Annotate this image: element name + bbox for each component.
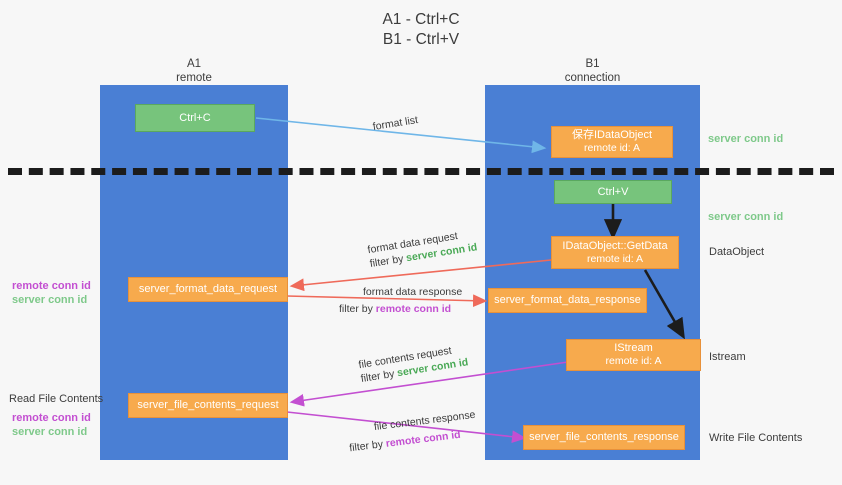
arrow-label-file-contents-response: file contents response filter by remote …: [349, 408, 478, 455]
right-label-dataobject-text: DataObject: [709, 246, 765, 258]
box-save-idataobject-line2: remote id: A: [583, 142, 641, 154]
box-server-file-contents-response[interactable]: server_file_contents_response: [523, 425, 685, 450]
lane-a1-sub: remote: [176, 72, 212, 84]
box-getdata-line1: IDataObject::GetData: [562, 239, 668, 252]
lane-a1-name: A1: [186, 58, 202, 70]
left-label-read-file-contents-text: Read File Contents: [9, 393, 104, 405]
box-ctrl-c-label: Ctrl+C: [179, 111, 211, 124]
lane-header-b1: B1 connection: [485, 57, 700, 85]
arrow-label-format-data-request: format data request filter by server con…: [367, 226, 479, 271]
arrow-label-file-contents-request: file contents request filter by server c…: [358, 341, 470, 386]
left-legend-server-conn-id-2: server conn id: [12, 426, 88, 438]
box-ctrl-v-label: Ctrl+V: [597, 185, 629, 198]
box-save-idataobject-line1: 保存IDataObject: [571, 129, 653, 141]
box-server-file-contents-response-label: server_file_contents_response: [529, 431, 679, 443]
left-legend-conn-ids-1: remote conn id server conn id: [12, 279, 91, 307]
box-server-file-contents-request[interactable]: server_file_contents_request: [128, 393, 288, 418]
file-contents-response-filter-prefix: filter by: [348, 437, 387, 455]
format-data-response-filter: filter by remote conn id: [339, 302, 462, 316]
arrow-label-format-data-response: format data response filter by remote co…: [339, 285, 463, 316]
format-data-response-filter-key: remote conn id: [375, 303, 452, 315]
box-idataobject-getdata[interactable]: IDataObject::GetData remote id: A: [551, 236, 679, 269]
left-legend-remote-conn-id-1: remote conn id: [12, 280, 91, 292]
right-label-istream-text: Istream: [709, 351, 746, 363]
format-data-response-filter-prefix: filter by: [339, 303, 376, 315]
lane-b1-name: B1: [585, 58, 600, 70]
box-istream-line1: IStream: [614, 342, 653, 354]
arrow-label-format-list: format list: [372, 113, 419, 134]
lane-b1-sub: connection: [564, 72, 621, 84]
box-server-file-contents-request-label: server_file_contents_request: [137, 399, 279, 411]
format-data-response-text: format data response: [363, 286, 463, 298]
right-label-server-conn-id-mid-text: server conn id: [708, 211, 784, 223]
right-label-server-conn-id-mid: server conn id: [708, 210, 783, 224]
box-ctrl-v[interactable]: Ctrl+V: [554, 180, 672, 204]
box-ctrl-c[interactable]: Ctrl+C: [135, 104, 255, 132]
diagram-title: A1 - Ctrl+C B1 - Ctrl+V: [0, 10, 842, 50]
title-line-1: A1 - Ctrl+C: [382, 11, 460, 28]
title-line-2: B1 - Ctrl+V: [382, 31, 460, 48]
right-label-server-conn-id-top: server conn id: [708, 132, 783, 146]
left-legend-server-conn-id-1: server conn id: [12, 294, 88, 306]
right-label-write-file-contents: Write File Contents: [709, 431, 802, 445]
box-server-format-data-response-label: server_format_data_response: [494, 294, 641, 306]
file-contents-response-filter: filter by remote conn id: [348, 426, 478, 456]
box-getdata-line2: remote id: A: [586, 252, 644, 265]
lane-header-a1: A1 remote: [100, 57, 288, 85]
arrow-label-format-list-text: format list: [371, 114, 419, 134]
box-istream[interactable]: IStream remote id: A: [566, 339, 701, 371]
right-label-istream: Istream: [709, 350, 746, 364]
left-legend-remote-conn-id-2: remote conn id: [12, 412, 91, 424]
right-label-write-file-contents-text: Write File Contents: [709, 432, 803, 444]
right-label-server-conn-id-top-text: server conn id: [708, 133, 784, 145]
box-server-format-data-request-label: server_format_data_request: [138, 283, 278, 295]
box-istream-line2: remote id: A: [605, 355, 662, 367]
left-legend-conn-ids-2: remote conn id server conn id: [12, 411, 91, 439]
divider-dashed-line: [8, 168, 834, 175]
left-label-read-file-contents: Read File Contents: [9, 392, 103, 406]
file-contents-response-filter-key: remote conn id: [385, 428, 462, 450]
box-server-format-data-response[interactable]: server_format_data_response: [488, 288, 647, 313]
box-save-idataobject[interactable]: 保存IDataObject remote id: A: [551, 126, 673, 158]
right-label-dataobject: DataObject: [709, 245, 764, 259]
box-server-format-data-request[interactable]: server_format_data_request: [128, 277, 288, 302]
